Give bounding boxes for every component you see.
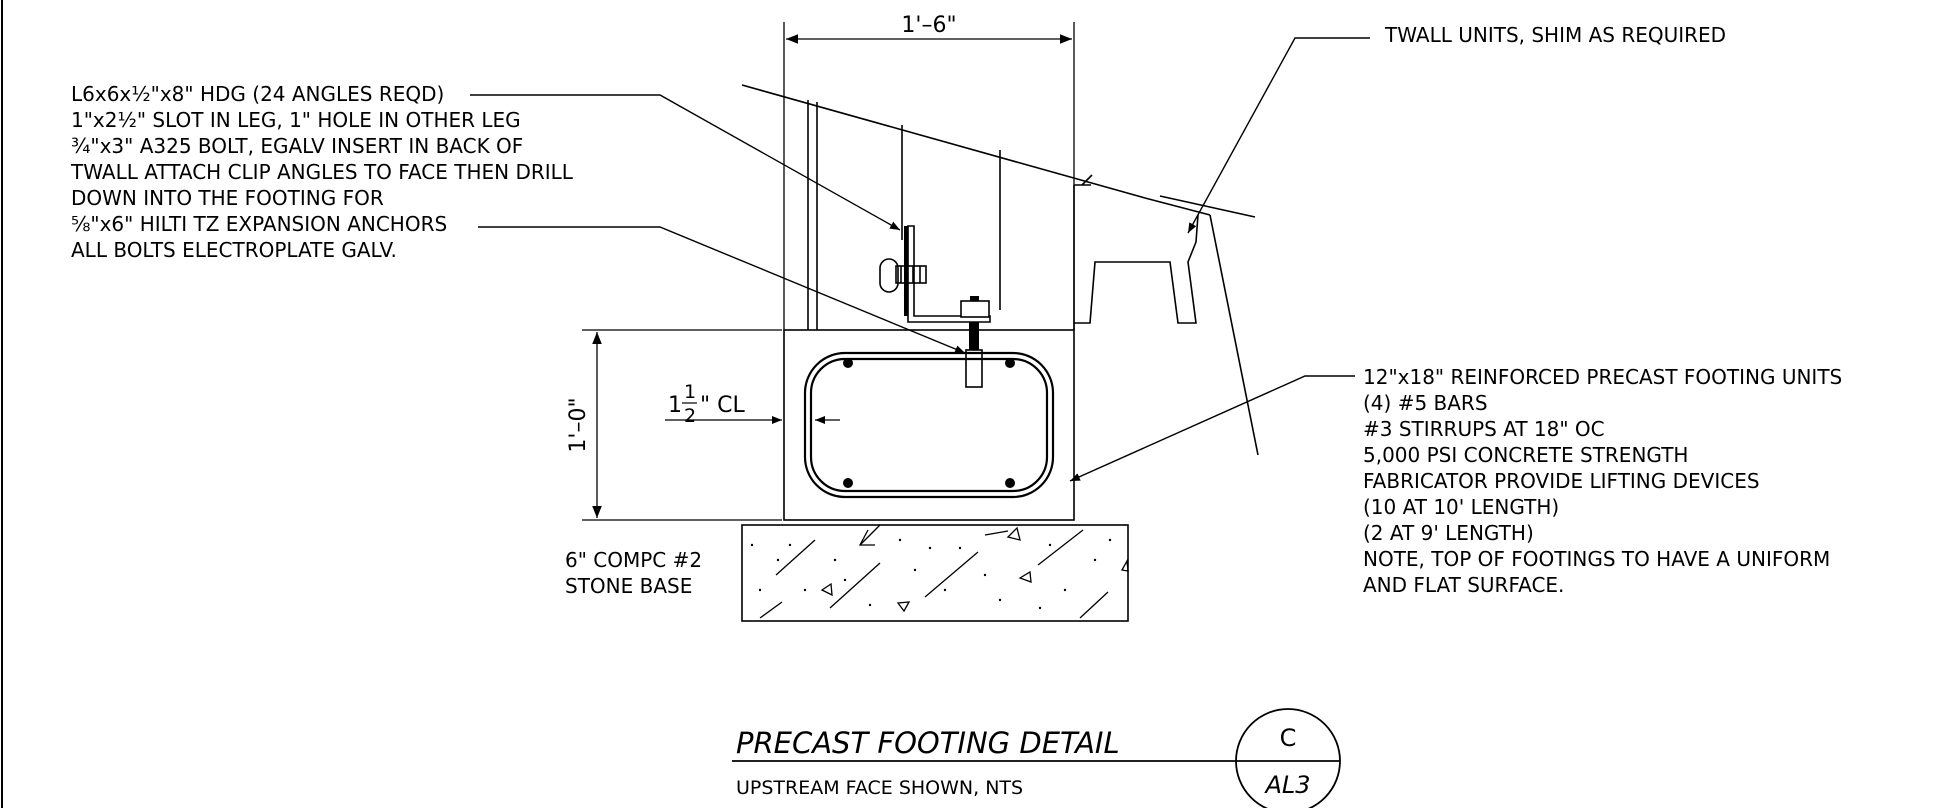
width-dimension: 1'–6" xyxy=(783,13,1075,330)
left-note-line-2: 1"x2½" SLOT IN LEG, 1" HOLE IN OTHER LEG xyxy=(71,108,521,132)
left-note-line-3: ¾"x3" A325 BOLT, EGALV INSERT IN BACK OF xyxy=(71,134,523,158)
right-note-line-2: (4) #5 BARS xyxy=(1363,391,1488,415)
detail-subtitle: UPSTREAM FACE SHOWN, NTS xyxy=(736,777,1023,799)
cover-dimension: 1 1 2 " CL xyxy=(665,381,840,427)
rebar-top-right xyxy=(1005,358,1015,368)
right-note-line-8: NOTE, TOP OF FOOTINGS TO HAVE A UNIFORM xyxy=(1363,547,1830,571)
detail-title: PRECAST FOOTING DETAIL xyxy=(736,726,1120,760)
right-note-line-5: FABRICATOR PROVIDE LIFTING DEVICES xyxy=(1363,469,1760,493)
stone-base-note: 6" COMPC #2 STONE BASE xyxy=(565,548,702,598)
rebar-top-left xyxy=(843,358,853,368)
leader-footing xyxy=(1069,375,1355,482)
title-block: PRECAST FOOTING DETAIL UPSTREAM FACE SHO… xyxy=(732,708,1341,808)
right-note-line-6: (10 AT 10' LENGTH) xyxy=(1363,495,1559,519)
right-note-line-3: #3 STIRRUPS AT 18" OC xyxy=(1363,417,1605,441)
rebar-bottom-right xyxy=(1005,478,1015,488)
right-note-line-9: AND FLAT SURFACE. xyxy=(1363,573,1564,597)
width-dimension-text: 1'–6" xyxy=(901,13,956,38)
right-note-line-4: 5,000 PSI CONCRETE STRENGTH xyxy=(1363,443,1688,467)
left-note-line-6: ⅝"x6" HILTI TZ EXPANSION ANCHORS xyxy=(71,212,447,236)
cover-numerator: 1 xyxy=(684,381,696,403)
stone-base-line-2: STONE BASE xyxy=(565,574,692,598)
precast-footing xyxy=(783,329,1075,521)
detail-letter: C xyxy=(1280,724,1297,752)
height-dimension: 1'–0" xyxy=(566,329,782,521)
stone-base xyxy=(741,524,1129,622)
right-note-block: 12"x18" REINFORCED PRECAST FOOTING UNITS… xyxy=(1363,365,1842,597)
left-note-block: L6x6x½"x8" HDG (24 ANGLES REQD) 1"x2½" S… xyxy=(70,82,574,262)
slot-bolt xyxy=(879,258,927,293)
expansion-anchor xyxy=(960,296,990,388)
right-note-line-7: (2 AT 9' LENGTH) xyxy=(1363,521,1534,545)
twall-unit xyxy=(741,84,1259,456)
leader-twall xyxy=(1187,37,1370,234)
clip-angle xyxy=(904,225,991,323)
sheet-reference: AL3 xyxy=(1263,771,1310,799)
rebar-bottom-left xyxy=(843,478,853,488)
cover-whole: 1 xyxy=(668,393,682,418)
cover-denominator: 2 xyxy=(684,405,696,427)
stirrup xyxy=(803,351,1055,499)
leader-angle xyxy=(470,94,901,231)
left-note-line-5: DOWN INTO THE FOOTING FOR xyxy=(71,186,384,210)
left-note-line-1: L6x6x½"x8" HDG (24 ANGLES REQD) xyxy=(71,82,444,106)
rebar-bars xyxy=(843,358,1015,488)
cover-suffix: " CL xyxy=(700,393,745,418)
left-note-line-7: ALL BOLTS ELECTROPLATE GALV. xyxy=(71,238,397,262)
right-note-line-1: 12"x18" REINFORCED PRECAST FOOTING UNITS xyxy=(1363,365,1842,389)
height-dimension-text: 1'–0" xyxy=(566,397,591,452)
stone-base-line-1: 6" COMPC #2 xyxy=(565,548,702,572)
twall-note: TWALL UNITS, SHIM AS REQUIRED xyxy=(1384,23,1726,47)
left-note-line-4: TWALL ATTACH CLIP ANGLES TO FACE THEN DR… xyxy=(70,160,574,184)
leader-anchor xyxy=(478,226,966,354)
